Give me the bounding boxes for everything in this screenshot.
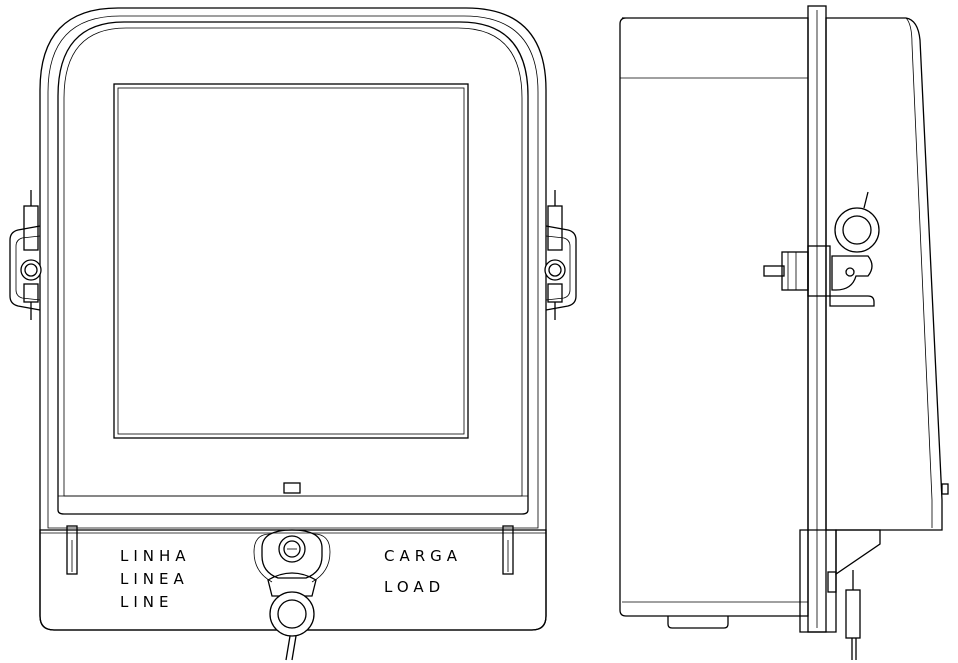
terminal-pin-right [502,525,514,575]
mounting-lug-left [9,190,42,320]
viewing-window [113,83,469,439]
front-cover-inner [905,17,933,528]
mounting-lug-right [544,190,577,320]
latch-tab [283,482,301,494]
side-terminal-block [799,529,881,660]
enclosure-inner-rim [47,15,539,529]
side-view [619,5,949,660]
cover-inner-line [63,27,523,497]
line-label-en: LINE [120,593,173,611]
load-label-en: LOAD [384,578,445,596]
side-seal [829,191,880,307]
enclosure-outline [39,7,547,631]
side-foot [667,616,729,629]
front-cover-tab [941,483,949,495]
line-label-es: LINEA [120,570,189,588]
rear-box [619,17,809,617]
seal-assembly [253,529,331,661]
cover-outline [57,21,529,515]
line-label-pt: LINHA [120,547,191,565]
side-knob [763,245,831,297]
terminal-cover [39,529,547,631]
viewing-window-inner [117,87,465,435]
front-cover-profile [825,17,943,531]
terminal-pin-left [66,525,78,575]
front-view: LINHA LINEA LINE CARGA LOAD [9,7,577,661]
load-label-pt: CARGA [384,547,462,565]
